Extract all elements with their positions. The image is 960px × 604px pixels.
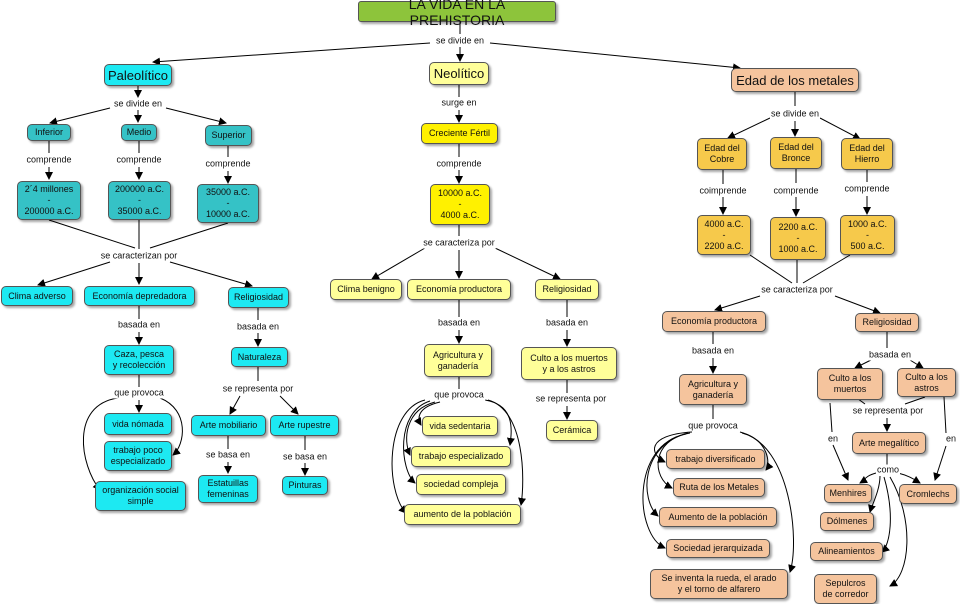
- node-organizacion-social: organización social simple: [95, 481, 186, 511]
- link-label-pal-provoca: que provoca: [113, 387, 165, 399]
- link-label-met-en-2: en: [944, 433, 958, 445]
- node-met-fecha-1: 4000 a.C. - 2200 a.C.: [697, 215, 751, 255]
- node-neo-agricultura: Agricultura y ganadería: [424, 344, 492, 377]
- link-label-se-divide-en: se divide en: [434, 35, 486, 47]
- node-ceramica: Cerámica: [546, 420, 598, 441]
- link-label-pal-divide: se divide en: [112, 98, 164, 110]
- node-inferior: Inferior: [27, 124, 71, 141]
- node-pal-fecha-1: 2´4 millones - 200000 a.C.: [17, 181, 81, 220]
- link-label-met-representa: se representa por: [851, 405, 925, 417]
- node-met-economia: Economía productora: [662, 311, 766, 332]
- node-culto-muertos-astros: Culto a los muertos y a los astros: [521, 347, 617, 380]
- link-label-met-en-1: en: [826, 433, 840, 445]
- node-sepulcros-corredor: Sepulcros de corredor: [814, 574, 877, 604]
- node-neo-economia: Economía productora: [407, 279, 511, 300]
- link-label-pal-basa-2: se basa en: [281, 451, 329, 463]
- node-estatuillas: Estatuillas femeninas: [198, 475, 258, 503]
- link-label-neo-basada-2: basada en: [544, 317, 590, 329]
- node-ruta-metales: Ruta de los Metales: [673, 478, 765, 497]
- node-creciente-fertil: Creciente Fértil: [421, 123, 498, 144]
- node-met-fecha-3: 1000 a.C. - 500 a.C.: [840, 215, 895, 255]
- node-edad-cobre: Edad del Cobre: [697, 138, 747, 170]
- link-label-met-coimprende: coimprende: [698, 185, 748, 197]
- node-cromlechs: Cromlechs: [899, 484, 957, 504]
- node-neo-religiosidad: Religiosidad: [535, 279, 599, 300]
- node-culto-muertos: Culto a los muertos: [817, 368, 883, 400]
- link-label-met-caracteriza: se caracteriza por: [760, 284, 834, 296]
- link-label-pal-comprende-2: comprende: [115, 154, 163, 166]
- link-label-neo-caracteriza: se caracteriza por: [422, 237, 496, 249]
- node-clima-benigno: Clima benigno: [330, 279, 402, 300]
- node-pal-fecha-3: 35000 a.C. - 10000 a.C.: [197, 184, 259, 223]
- node-menhires: Menhires: [824, 484, 872, 503]
- node-edad-bronce: Edad del Bronce: [770, 137, 822, 169]
- map-title: LA VIDA EN LA PREHISTORIA: [358, 0, 556, 28]
- node-vida-sedentaria: vida sedentaria: [422, 416, 498, 436]
- node-pal-fecha-2: 200000 a.C. - 35000 a.C.: [108, 181, 171, 220]
- link-label-neo-provoca: que provoca: [433, 389, 485, 401]
- link-label-met-como: como: [875, 464, 901, 476]
- node-caza-pesca: Caza, pesca y recolección: [104, 345, 174, 375]
- node-edad-metales: Edad de los metales: [731, 68, 859, 92]
- node-arte-mobiliario: Arte mobiliario: [191, 415, 266, 436]
- link-label-pal-representa: se representa por: [221, 383, 295, 395]
- node-edad-hierro: Edad del Hierro: [841, 138, 893, 170]
- link-label-pal-basada-2: basada en: [235, 321, 281, 333]
- node-arte-rupestre: Arte rupestre: [270, 415, 339, 436]
- link-label-pal-basa-1: se basa en: [204, 449, 252, 461]
- node-economia-depredadora: Economía depredadora: [84, 286, 195, 306]
- node-met-agricultura: Agricultura y ganadería: [679, 374, 747, 405]
- node-naturaleza: Naturaleza: [231, 347, 288, 367]
- node-met-fecha-2: 2200 a.C. - 1000 a.C.: [770, 217, 826, 260]
- link-label-met-comprende-2: comprende: [772, 185, 820, 197]
- link-label-met-basada-1: basada en: [690, 345, 736, 357]
- node-dolmenes: Dólmenes: [820, 512, 874, 531]
- node-met-aumento: Aumento de la población: [659, 507, 777, 527]
- node-arte-megalitico: Arte megalítico: [852, 432, 926, 454]
- link-label-neo-basada-1: basada en: [436, 317, 482, 329]
- link-label-met-provoca: que provoca: [687, 420, 739, 432]
- node-clima-adverso: Clima adverso: [1, 286, 73, 306]
- node-neolitico: Neolítico: [429, 62, 489, 85]
- node-sociedad-jerarquizada: Sociedad jerarquizada: [666, 539, 770, 558]
- node-pal-religiosidad: Religiosidad: [228, 287, 289, 308]
- node-culto-astros: Culto a los astros: [897, 368, 956, 397]
- link-label-neo-surge: surge en: [440, 97, 478, 109]
- node-paleolitico: Paleolítico: [104, 64, 172, 86]
- node-met-religiosidad: Religiosidad: [855, 313, 919, 332]
- link-label-neo-representa: se representa por: [534, 393, 608, 405]
- node-vida-nomada: vida nómada: [104, 413, 172, 435]
- link-label-met-divide: se divide en: [769, 108, 821, 120]
- link-label-pal-comprende-1: comprende: [25, 154, 73, 166]
- node-pinturas: Pinturas: [282, 476, 328, 495]
- link-label-pal-comprende-3: comprende: [204, 158, 252, 170]
- node-trabajo-poco: trabajo poco especializado: [104, 441, 172, 471]
- node-neo-fecha: 10000 a.C. - 4000 a.C.: [430, 184, 490, 225]
- link-label-met-basada-2: basada en: [867, 349, 913, 361]
- node-alineamientos: Alineamientos: [810, 542, 883, 561]
- link-label-met-comprende-3: comprende: [843, 183, 891, 195]
- node-sociedad-compleja: sociedad compleja: [416, 474, 506, 495]
- node-superior: Superior: [205, 125, 252, 146]
- node-rueda-arado-torno: Se inventa la rueda, el arado y el torno…: [650, 569, 788, 599]
- node-trabajo-especializado: trabajo especializado: [411, 446, 511, 467]
- node-neo-aumento: aumento de la población: [404, 504, 521, 525]
- link-label-pal-caracterizan: se caracterizan por: [99, 250, 179, 262]
- link-label-neo-comprende: comprende: [435, 158, 483, 170]
- link-label-pal-basada-1: basada en: [116, 319, 162, 331]
- node-medio: Medio: [121, 124, 157, 141]
- node-trabajo-diversificado: trabajo diversificado: [666, 449, 765, 469]
